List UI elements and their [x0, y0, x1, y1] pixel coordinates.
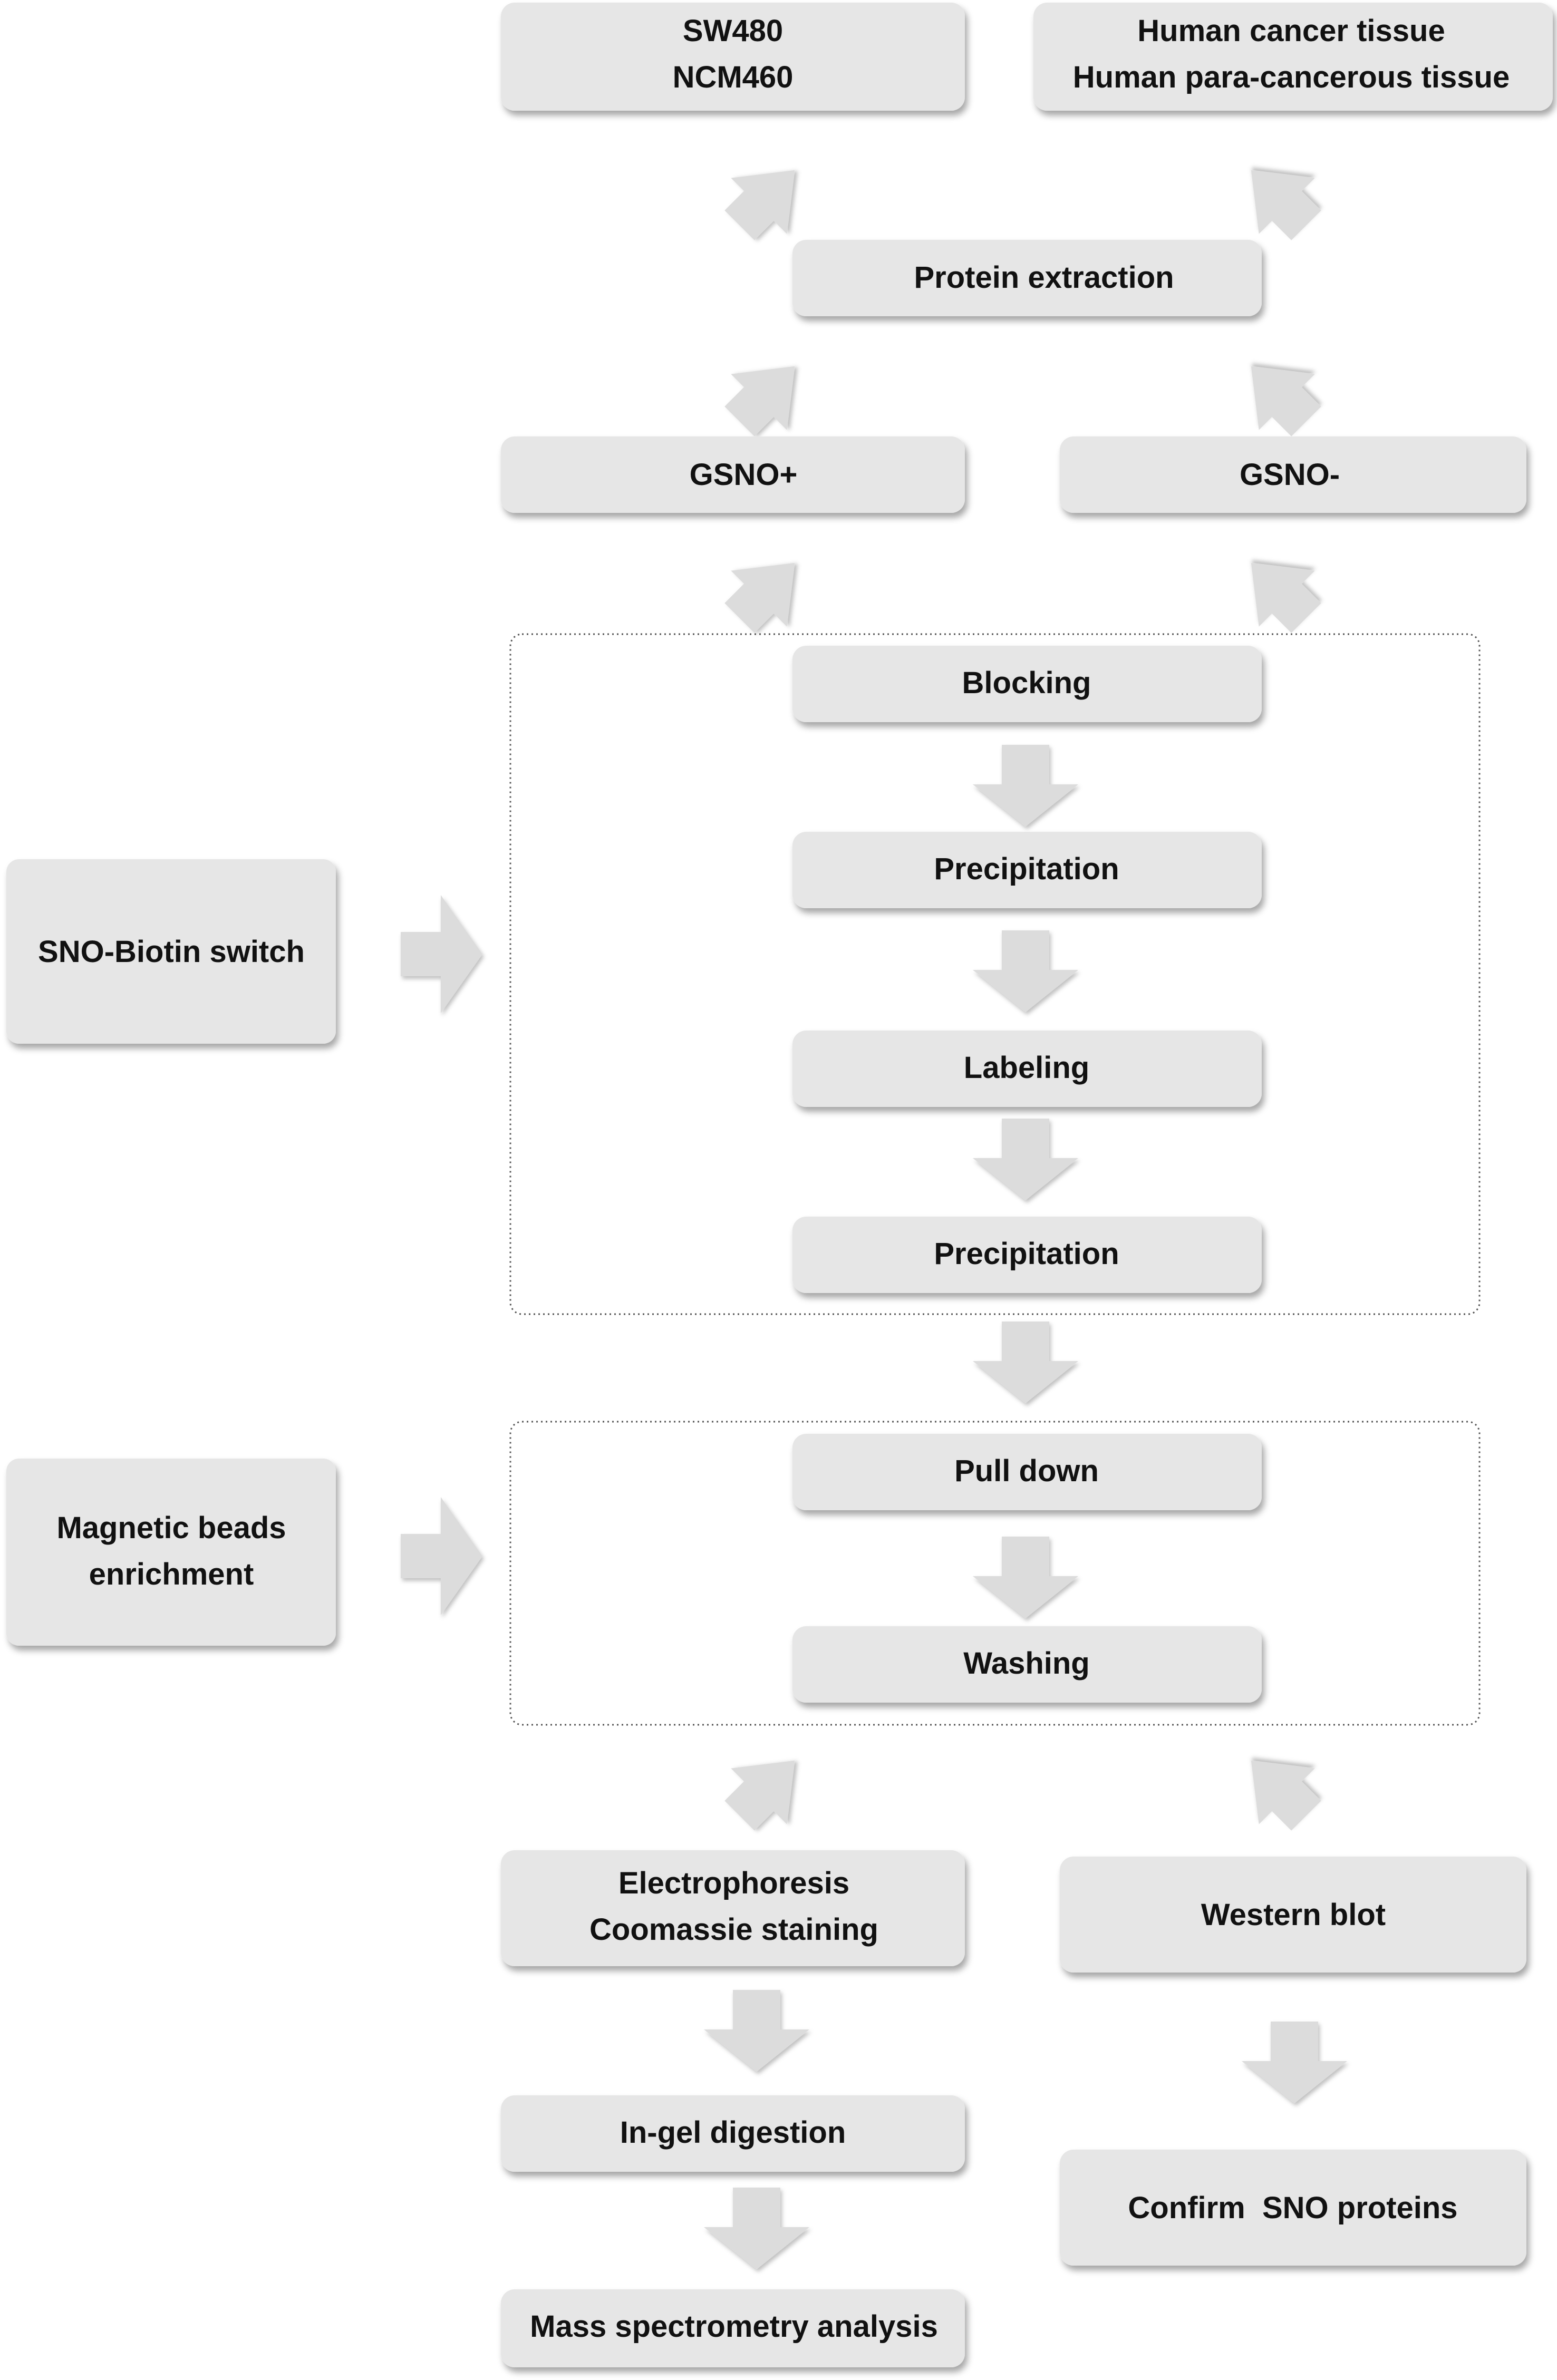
node-sw480-line-1: SW480 — [683, 14, 783, 48]
node-in-gel-digestion-label: In-gel digestion — [620, 2115, 846, 2150]
node-mass-spec: Mass spectrometry analysis — [501, 2289, 965, 2367]
node-confirm-sno-label: Confirm SNO proteins — [1128, 2191, 1457, 2225]
node-western-blot: Western blot — [1060, 1857, 1526, 1973]
node-gsno-minus: GSNO- — [1060, 436, 1526, 513]
node-tissue: Human cancer tissue Human para-cancerous… — [1033, 3, 1553, 111]
node-blocking-label: Blocking — [962, 666, 1091, 700]
arrow-layer — [401, 170, 1347, 2269]
arrow-magnetic-beads-to-group — [401, 1497, 482, 1615]
node-precipitation-2-label: Precipitation — [934, 1237, 1119, 1271]
node-labeling: Labeling — [792, 1031, 1262, 1107]
node-in-gel-digestion: In-gel digestion — [501, 2095, 965, 2172]
arrow-gsno-plus-to-blocking — [724, 562, 795, 633]
arrow-electrophoresis-to-digestion — [704, 1990, 809, 2072]
node-gsno-minus-label: GSNO- — [1240, 458, 1340, 492]
arrow-tissue-to-extraction — [1251, 170, 1321, 240]
arrow-extraction-to-gsno-minus — [1251, 366, 1321, 436]
arrow-extraction-to-gsno-plus — [724, 366, 795, 436]
arrow-washing-to-electrophoresis — [724, 1760, 795, 1831]
node-precipitation-2: Precipitation — [792, 1217, 1262, 1293]
node-gsno-plus: GSNO+ — [501, 436, 965, 513]
sno-biotin-group-frame — [509, 633, 1481, 1315]
node-electrophoresis-line-2: Coomassie staining — [589, 1912, 878, 1947]
node-protein-extraction: Protein extraction — [792, 240, 1262, 316]
node-pull-down: Pull down — [792, 1434, 1262, 1510]
arrow-gsno-minus-to-blocking — [1251, 562, 1321, 633]
arrow-sno-biotin-to-group — [401, 895, 482, 1013]
node-sno-biotin-switch-label: SNO-Biotin switch — [38, 935, 305, 969]
node-sw480-line-2: NCM460 — [673, 60, 794, 94]
node-tissue-line-2: Human para-cancerous tissue — [1073, 60, 1510, 94]
node-mass-spec-label: Mass spectrometry analysis — [530, 2309, 938, 2344]
node-magnetic-beads-line-2: enrichment — [89, 1557, 254, 1591]
node-electrophoresis-line-1: Electrophoresis — [618, 1866, 849, 1900]
arrow-washing-to-western-blot — [1251, 1760, 1321, 1831]
node-washing: Washing — [792, 1626, 1262, 1703]
node-magnetic-beads: Magnetic beads enrichment — [6, 1459, 336, 1646]
arrow-precipitation-to-pull-down — [973, 1322, 1078, 1403]
arrow-blocking-to-precipitation — [973, 745, 1078, 827]
node-confirm-sno: Confirm SNO proteins — [1060, 2150, 1526, 2266]
node-precipitation-1-label: Precipitation — [934, 852, 1119, 886]
arrow-sw480-to-extraction — [724, 170, 795, 240]
arrow-labeling-to-precipitation — [973, 1119, 1078, 1200]
node-protein-extraction-label: Protein extraction — [914, 260, 1174, 295]
node-sw480: SW480 NCM460 — [501, 3, 965, 111]
node-western-blot-label: Western blot — [1201, 1898, 1386, 1932]
node-pull-down-label: Pull down — [954, 1454, 1099, 1488]
arrow-precipitation-to-labeling — [973, 930, 1078, 1012]
node-tissue-line-1: Human cancer tissue — [1137, 14, 1445, 48]
node-precipitation-1: Precipitation — [792, 832, 1262, 908]
arrow-pull-down-to-washing — [973, 1537, 1078, 1618]
node-gsno-plus-label: GSNO+ — [690, 458, 798, 492]
arrow-digestion-to-mass-spec — [704, 2188, 809, 2269]
node-washing-label: Washing — [963, 1646, 1090, 1680]
node-blocking: Blocking — [792, 646, 1262, 722]
node-electrophoresis: Electrophoresis Coomassie staining — [501, 1850, 965, 1966]
arrow-western-blot-to-confirm — [1242, 2022, 1347, 2103]
node-sno-biotin-switch: SNO-Biotin switch — [6, 859, 336, 1044]
node-magnetic-beads-line-1: Magnetic beads — [56, 1511, 286, 1545]
node-labeling-label: Labeling — [964, 1051, 1089, 1085]
